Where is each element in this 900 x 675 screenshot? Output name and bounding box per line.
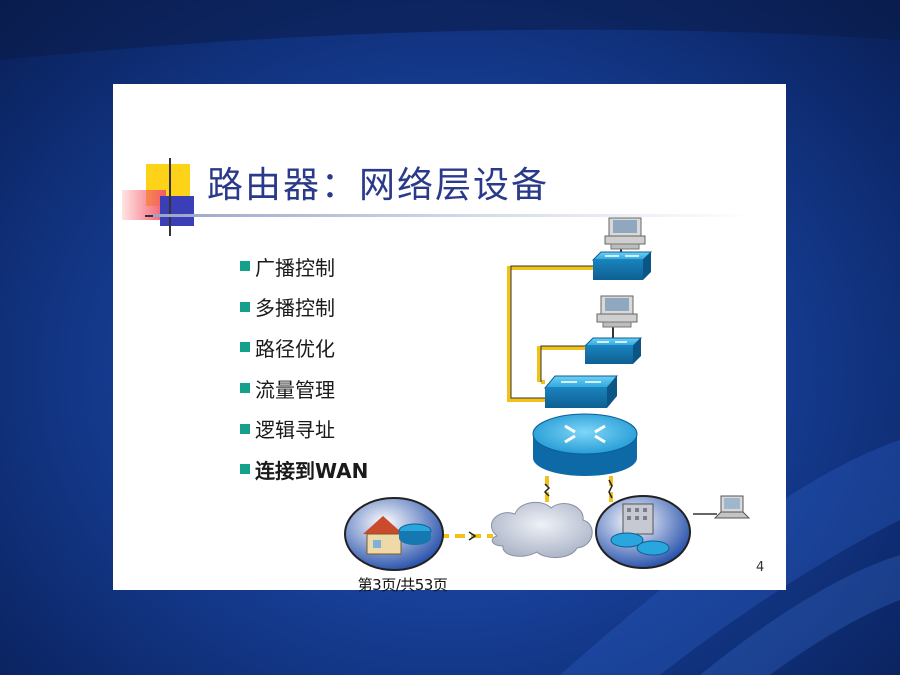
- bullet-label: 连接到WAN: [255, 458, 369, 483]
- bullet-marker: [240, 464, 250, 475]
- vertical-line-decoration: [169, 158, 171, 236]
- switch-icon: [543, 375, 619, 408]
- bullet-item: 流量管理: [240, 368, 368, 409]
- bullet-list: 广播控制 多播控制 路径优化 流量管理 逻辑寻址 连接到WAN: [240, 246, 368, 490]
- bullet-marker: [240, 383, 250, 394]
- switch-icon: [583, 337, 643, 364]
- computer-icon: [604, 217, 646, 250]
- bullet-label: 广播控制: [255, 255, 335, 280]
- bullet-item: 多播控制: [240, 287, 368, 328]
- cable-links: [507, 266, 593, 402]
- blue-square-decoration: [160, 196, 194, 226]
- bullet-marker: [240, 342, 250, 353]
- bullet-item: 广播控制: [240, 246, 368, 287]
- computer-icon: [596, 295, 638, 328]
- page-indicator: 第3页/共53页: [357, 576, 448, 594]
- bullet-marker: [240, 261, 250, 272]
- bullet-label: 路径优化: [255, 336, 335, 361]
- bullet-marker: [240, 423, 250, 434]
- bullet-item: 路径优化: [240, 327, 368, 368]
- bullet-item: 连接到WAN: [240, 449, 368, 490]
- slide-title: 路由器：网络层设备: [207, 165, 550, 206]
- network-diagram: [344, 217, 751, 571]
- bullet-label: 多播控制: [255, 296, 335, 321]
- bullet-label: 逻辑寻址: [255, 418, 335, 443]
- title-underline: [153, 214, 753, 217]
- home-office-icon: [344, 497, 444, 571]
- slide-number: 4: [756, 560, 765, 575]
- cloud-icon: [491, 501, 593, 558]
- bullet-marker: [240, 301, 250, 312]
- bullet-label: 流量管理: [255, 377, 335, 402]
- bullet-item: 逻辑寻址: [240, 408, 368, 449]
- router-icon: [532, 413, 638, 476]
- slide-canvas: 路由器：网络层设备 广播控制 多播控制 路径优化 流量管理 逻辑寻址 连接到WA…: [113, 84, 786, 590]
- laptop-icon: [693, 495, 751, 519]
- switch-icon: [591, 251, 653, 280]
- building-icon: [595, 495, 691, 569]
